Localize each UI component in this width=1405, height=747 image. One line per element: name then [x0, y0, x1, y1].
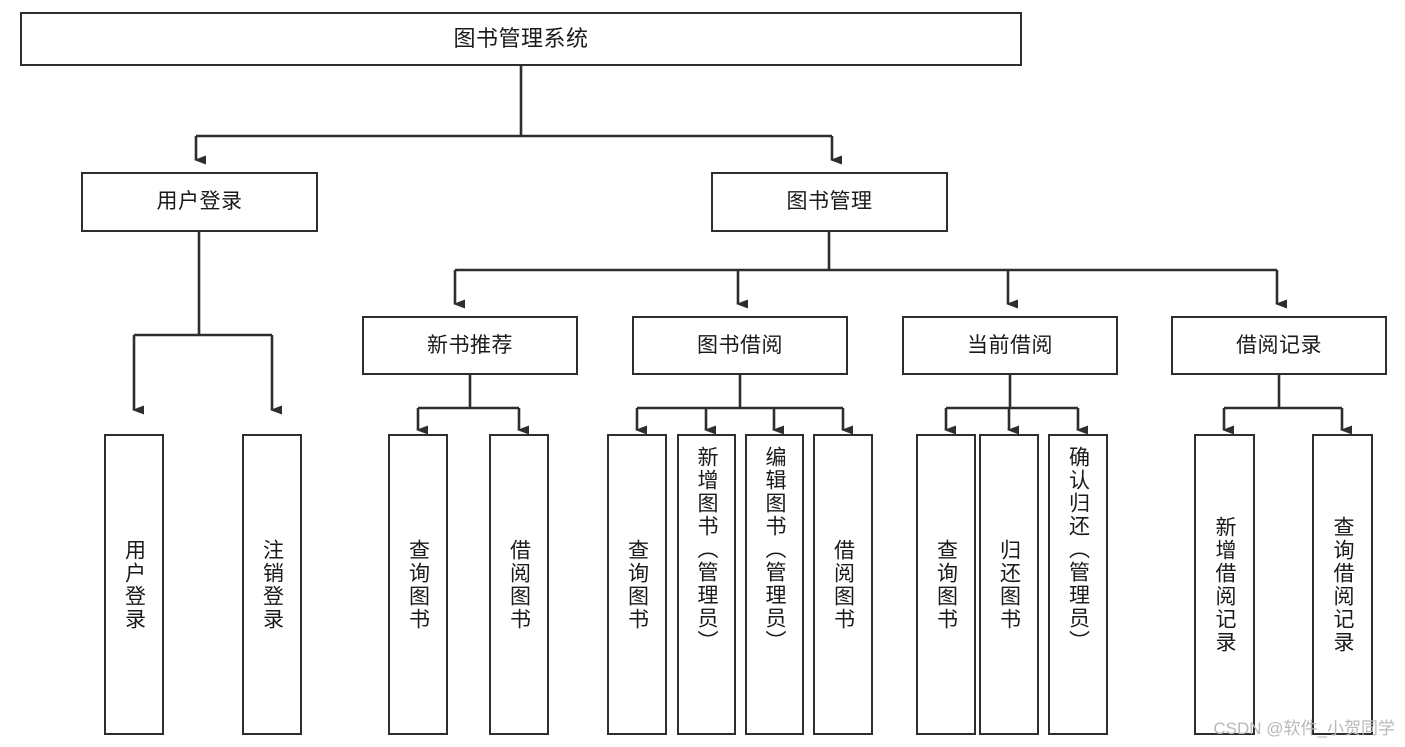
- node-book-management[interactable]: 图书管理: [711, 172, 948, 232]
- node-label: 用户登录: [122, 538, 146, 631]
- node-label: 查询图书: [406, 538, 430, 631]
- node-label: 借阅图书: [831, 538, 855, 631]
- node-borrow-record[interactable]: 借阅记录: [1171, 316, 1387, 375]
- leaf-current-borrow-return-book[interactable]: 归还图书: [979, 434, 1039, 735]
- leaf-current-borrow-query-book[interactable]: 查询图书: [916, 434, 976, 735]
- node-label: 查询借阅记录: [1331, 515, 1354, 654]
- node-label: 编辑图书（管理员）: [763, 446, 786, 653]
- leaf-book-borrow-borrow-book[interactable]: 借阅图书: [813, 434, 873, 735]
- node-label: 借阅图书: [507, 538, 531, 631]
- node-label: 查询图书: [625, 538, 649, 631]
- node-label: 确认归还（管理员）: [1066, 446, 1090, 653]
- leaf-book-borrow-query-book[interactable]: 查询图书: [607, 434, 667, 735]
- leaf-book-borrow-add-book[interactable]: 新增图书（管理员）: [677, 434, 736, 735]
- leaf-book-borrow-edit-book[interactable]: 编辑图书（管理员）: [745, 434, 804, 735]
- node-current-borrow[interactable]: 当前借阅: [902, 316, 1118, 375]
- node-root-system[interactable]: 图书管理系统: [20, 12, 1022, 66]
- node-label: 新增借阅记录: [1213, 515, 1236, 654]
- node-label: 用户登录: [156, 190, 243, 214]
- leaf-borrow-record-query-record[interactable]: 查询借阅记录: [1312, 434, 1373, 735]
- node-label: 图书管理: [786, 190, 873, 214]
- node-label: 当前借阅: [967, 333, 1053, 357]
- node-user-login[interactable]: 用户登录: [81, 172, 318, 232]
- leaf-new-book-query-book[interactable]: 查询图书: [388, 434, 448, 735]
- node-label: 归还图书: [997, 538, 1021, 631]
- node-label: 图书借阅: [697, 333, 783, 357]
- node-label: 注销登录: [260, 538, 284, 631]
- node-label: 查询图书: [934, 538, 958, 631]
- leaf-current-borrow-confirm-return[interactable]: 确认归还（管理员）: [1048, 434, 1108, 735]
- node-label: 图书管理系统: [453, 25, 589, 51]
- leaf-user-login-login[interactable]: 用户登录: [104, 434, 164, 735]
- watermark-text: CSDN @软件_小贺同学: [1213, 719, 1395, 738]
- node-book-borrow[interactable]: 图书借阅: [632, 316, 848, 375]
- leaf-user-login-logout[interactable]: 注销登录: [242, 434, 302, 735]
- node-new-book-recommend[interactable]: 新书推荐: [362, 316, 578, 375]
- node-label: 新书推荐: [427, 333, 513, 357]
- node-label: 借阅记录: [1236, 333, 1322, 357]
- leaf-new-book-borrow-book[interactable]: 借阅图书: [489, 434, 549, 735]
- node-label: 新增图书（管理员）: [695, 446, 718, 653]
- leaf-borrow-record-add-record[interactable]: 新增借阅记录: [1194, 434, 1255, 735]
